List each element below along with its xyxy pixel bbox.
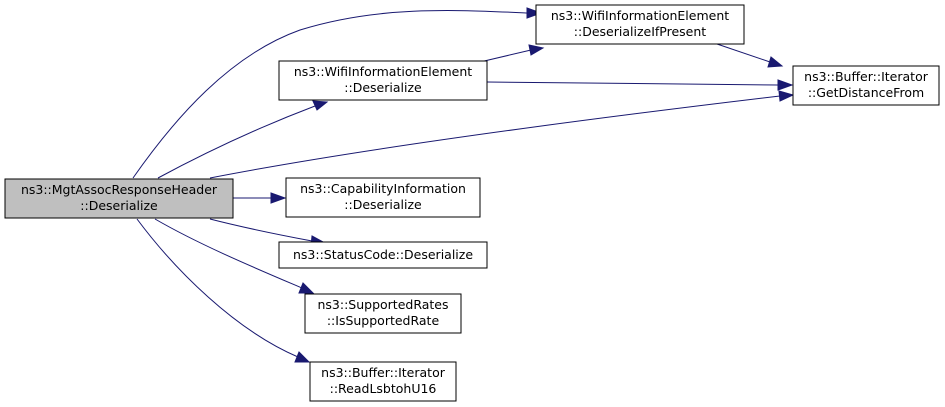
- node-label-line2: ::Deserialize: [344, 197, 422, 212]
- node-buffer-iterator-get-distance-from[interactable]: ns3::Buffer::Iterator ::GetDistanceFrom: [792, 65, 940, 106]
- edge-root-to-wifi-deserialize-if-present: [132, 7, 543, 179]
- node-label-line2: ::ReadLsbtohU16: [330, 381, 437, 396]
- edge-root-to-capability-deserialize: [233, 192, 287, 204]
- node-status-code-deserialize[interactable]: ns3::StatusCode::Deserialize: [278, 241, 488, 269]
- edge-wifi-deserialize-if-present-to-buffer-get-distance-from: [716, 43, 784, 68]
- node-label-line2: ::GetDistanceFrom: [808, 85, 924, 100]
- node-buffer-iterator-read-lsbtoh-u16[interactable]: ns3::Buffer::Iterator ::ReadLsbtohU16: [309, 361, 457, 402]
- node-wifi-information-element-deserialize-if-present[interactable]: ns3::WifiInformationElement ::Deserializ…: [535, 4, 745, 45]
- node-label-line1: ns3::CapabilityInformation: [300, 181, 466, 196]
- node-label-line1: ns3::MgtAssocResponseHeader: [21, 182, 218, 197]
- node-label-line1: ns3::WifiInformationElement: [294, 64, 472, 79]
- node-label-line1: ns3::Buffer::Iterator: [804, 69, 929, 84]
- edge-root-to-buffer-get-distance-from: [209, 90, 795, 179]
- node-mgt-assoc-response-header-deserialize[interactable]: ns3::MgtAssocResponseHeader ::Deserializ…: [4, 178, 234, 219]
- edge-wifi-deserialize-to-wifi-deserialize-if-present: [479, 44, 545, 63]
- edge-wifi-deserialize-to-buffer-get-distance-from: [486, 79, 794, 91]
- node-label-line2: ::Deserialize: [80, 198, 158, 213]
- edge-root-to-wifi-deserialize: [157, 100, 329, 179]
- node-label-line2: ::Deserialize: [344, 80, 422, 95]
- edge-root-to-buffer-read-lsbtoh-u16: [136, 218, 311, 363]
- node-supported-rates-is-supported-rate[interactable]: ns3::SupportedRates ::IsSupportedRate: [304, 293, 462, 334]
- node-wifi-information-element-deserialize[interactable]: ns3::WifiInformationElement ::Deserializ…: [278, 60, 488, 101]
- node-label-line2: ::IsSupportedRate: [327, 313, 440, 328]
- node-label-line1: ns3::WifiInformationElement: [551, 8, 729, 23]
- node-label-line1: ns3::StatusCode::Deserialize: [293, 247, 473, 262]
- node-label-line2: ::DeserializeIfPresent: [574, 24, 706, 39]
- node-label-line1: ns3::SupportedRates: [317, 297, 448, 312]
- edge-root-to-supported-rates: [154, 218, 315, 294]
- node-label-line1: ns3::Buffer::Iterator: [321, 365, 446, 380]
- node-capability-information-deserialize[interactable]: ns3::CapabilityInformation ::Deserialize: [285, 177, 481, 218]
